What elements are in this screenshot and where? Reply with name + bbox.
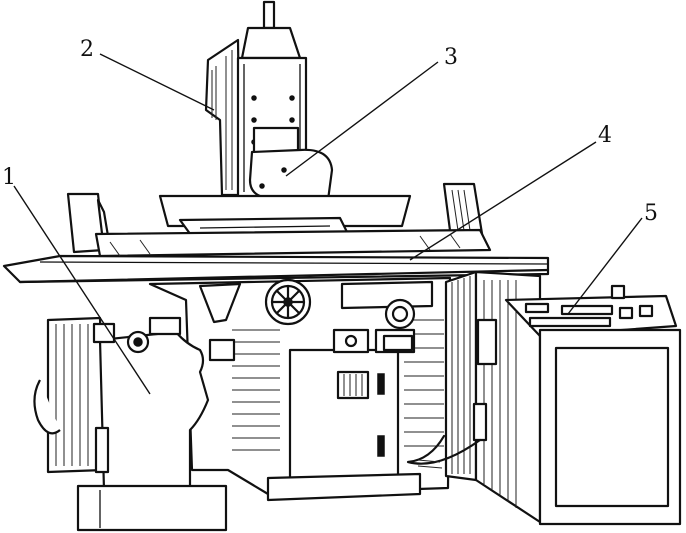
electrical-cabinet [406,270,682,526]
callout-labels: 1 2 3 4 5 [2,37,658,226]
leader-lines [13,53,643,395]
leader-5 [567,217,643,315]
worktable [2,182,550,284]
feed-knob [382,298,416,352]
leader-1 [13,185,151,395]
callout-3: 3 [444,45,458,70]
leader-2 [99,53,215,111]
leader-4 [409,141,597,261]
leader-3 [285,61,439,177]
handwheel [264,278,312,326]
callout-1: 1 [2,165,16,190]
callout-2: 2 [80,37,94,62]
callout-4: 4 [598,123,612,148]
hydraulic-unit [33,316,228,532]
machine-bed [148,276,452,502]
callout-5: 5 [644,201,658,226]
